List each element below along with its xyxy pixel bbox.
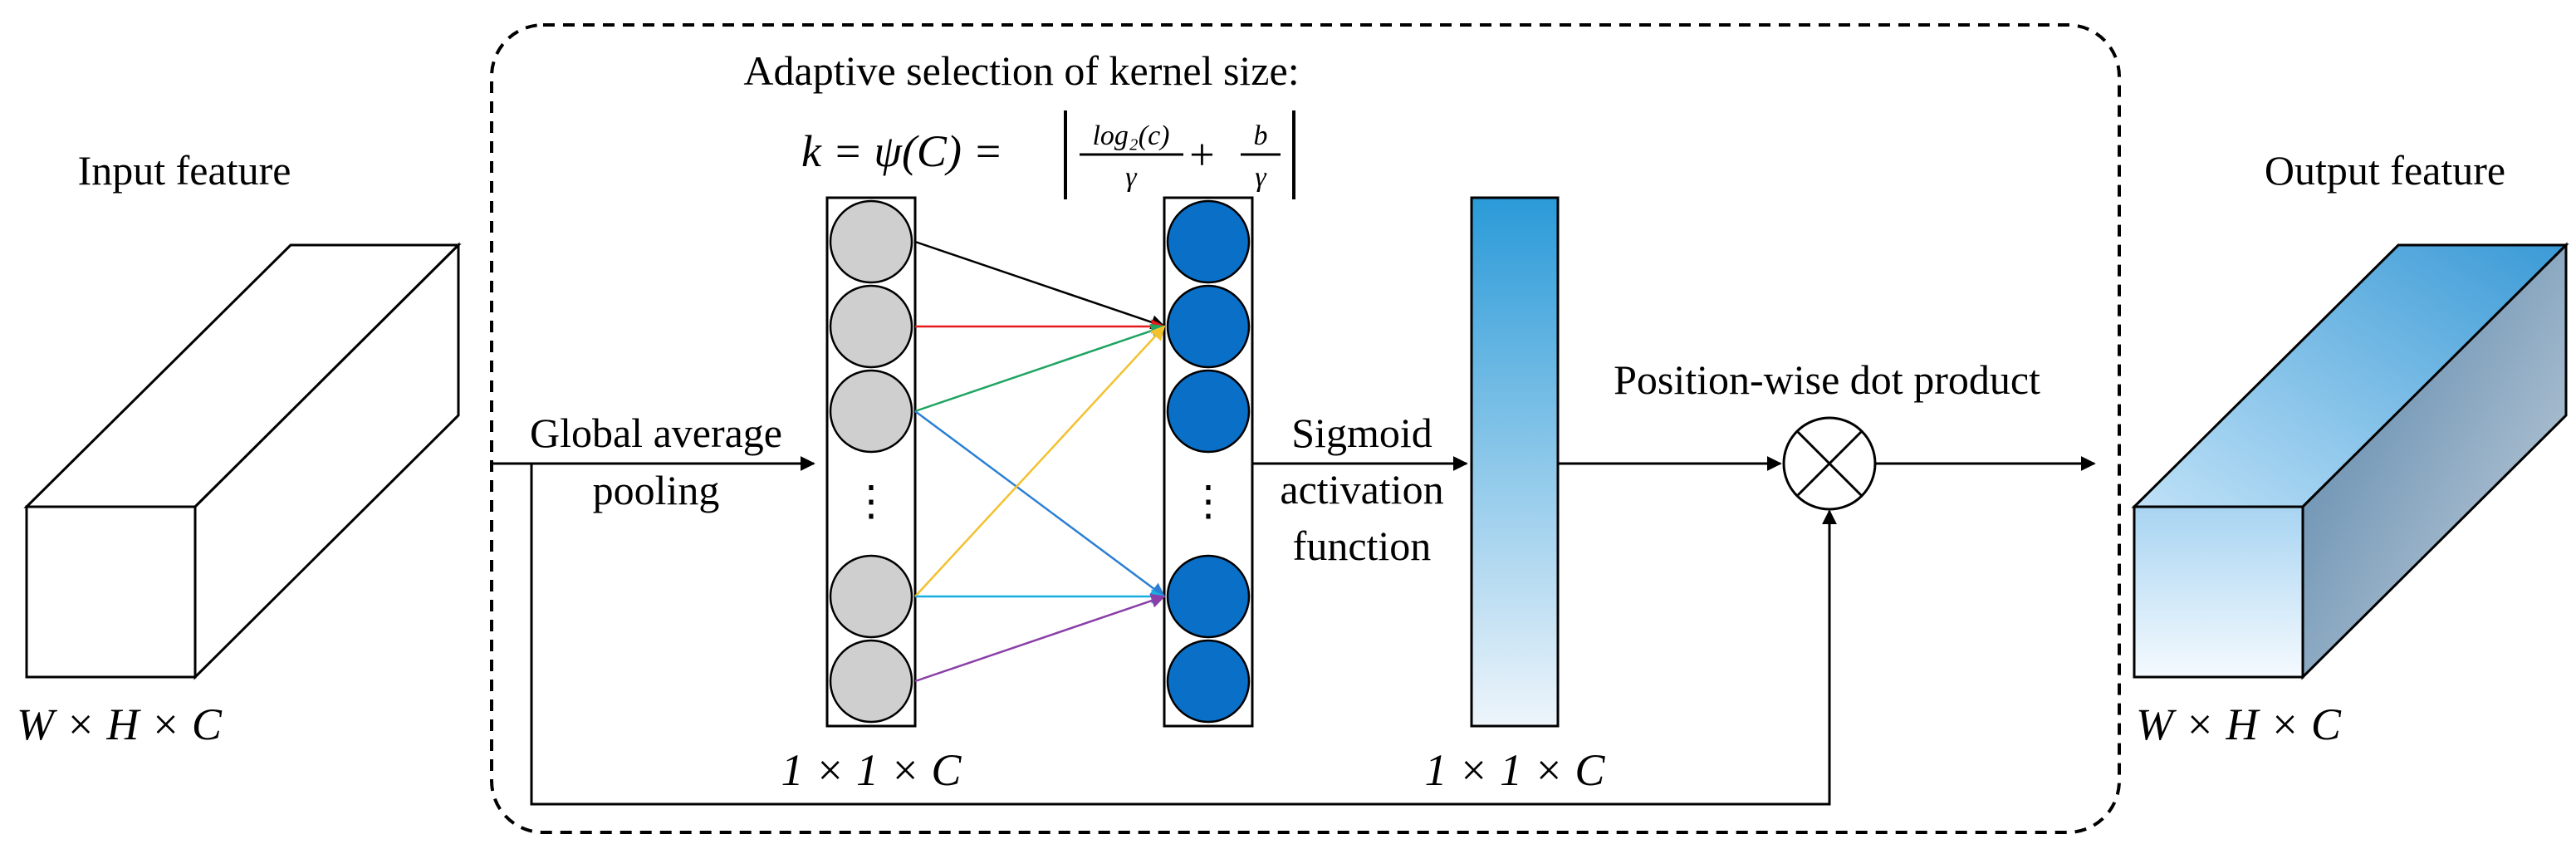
module-border [490, 23, 2121, 834]
output-feature-cube [2131, 242, 2569, 680]
gray-circle [829, 639, 913, 724]
input-dims-label: W × H × C [17, 699, 223, 749]
conv-vector-circles [1166, 199, 1251, 724]
svg-text:γ: γ [1125, 162, 1138, 193]
output-feature-label: Output feature [2265, 147, 2505, 194]
blue-circle [1166, 284, 1251, 369]
gray-circle [829, 199, 913, 284]
sigmoid-label-line2: activation [1280, 466, 1443, 513]
sigmoid-label-line1: Sigmoid [1291, 410, 1432, 456]
kernel-size-formula: k = ψ(C) = log₂(c) γ + b γ [801, 110, 1295, 199]
pooled-vector-ellipsis: ⋮ [850, 478, 892, 524]
attention-weights-dims: 1 × 1 × C [1425, 745, 1606, 795]
gap-label-line1: Global average [530, 410, 782, 456]
output-dims-label: W × H × C [2136, 699, 2342, 749]
svg-text:γ: γ [1255, 162, 1267, 193]
pooled-vector-circles [829, 199, 913, 724]
blue-circle [1166, 369, 1251, 454]
sigmoid-label-line3: function [1293, 523, 1432, 569]
pooled-vector-dims: 1 × 1 × C [781, 745, 962, 795]
skip-connection [530, 464, 1837, 806]
kernel-size-title: Adaptive selection of kernel size: [743, 47, 1299, 94]
gray-circle [829, 369, 913, 454]
svg-text:+: + [1187, 130, 1217, 179]
svg-text:k = ψ(C) =: k = ψ(C) = [801, 126, 1003, 176]
position-wise-dot-label: Position-wise dot product [1614, 356, 2040, 403]
svg-text:log₂(c): log₂(c) [1092, 120, 1169, 151]
gray-circle [829, 554, 913, 639]
blue-circle [1166, 199, 1251, 284]
blue-circle [1166, 554, 1251, 639]
blue-circle [1166, 639, 1251, 724]
gap-label-line2: pooling [593, 467, 720, 513]
conv-connections [914, 240, 1166, 683]
input-feature-label: Input feature [78, 147, 291, 194]
svg-text:b: b [1254, 120, 1268, 151]
conv-vector-ellipsis: ⋮ [1188, 478, 1229, 524]
multiply-operator-icon [1782, 416, 1877, 511]
gray-circle [829, 284, 913, 369]
input-feature-cube [23, 242, 462, 680]
attention-weights-bar [1470, 196, 1560, 728]
